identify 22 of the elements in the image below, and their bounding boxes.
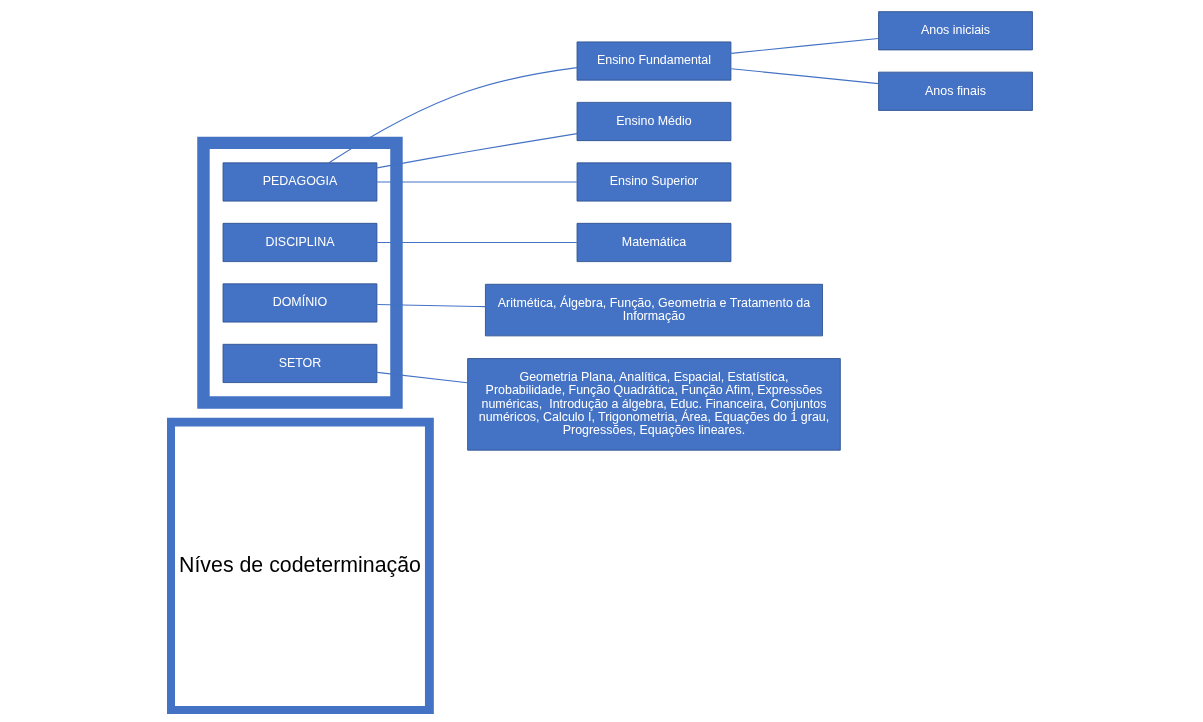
node-box: Anos iniciais	[878, 11, 1033, 51]
connector	[376, 371, 468, 384]
node-box: DOMÍNIO	[222, 283, 378, 323]
node-box: Aritmética, Álgebra, Função, Geometria e Tratamento da Informação	[485, 283, 823, 337]
cluster	[197, 136, 403, 409]
connector	[376, 181, 578, 183]
node-box: Ensino Superior	[576, 162, 732, 202]
node-box: Ensino Fundamental	[576, 41, 732, 81]
node-box: DISCIPLINA	[222, 222, 378, 263]
connector	[376, 133, 578, 169]
connector	[730, 68, 879, 85]
connector	[730, 37, 879, 54]
node-box: Geometria Plana, Analítica, Espacial, Estatística, Probabilidade, Função Quadrática, Função Afim, Expressões numéricas, Introdução a álgebra, Educ. Financeira, Conjuntos numéricos, Calculo I, Trigonometria, Área, Equações do 1 grau, Progressões, Equações lineares.	[467, 358, 841, 451]
node-box: Ensino Médio	[576, 101, 732, 142]
connector	[376, 241, 578, 244]
connector	[376, 303, 486, 308]
node-box: SETOR	[222, 343, 378, 383]
node-box: Matemática	[576, 222, 732, 263]
node-box: Níves de codeterminação	[167, 417, 434, 714]
node-box: PEDAGOGIA	[222, 162, 378, 202]
connector	[328, 67, 578, 164]
node-box: Anos finais	[878, 71, 1033, 111]
